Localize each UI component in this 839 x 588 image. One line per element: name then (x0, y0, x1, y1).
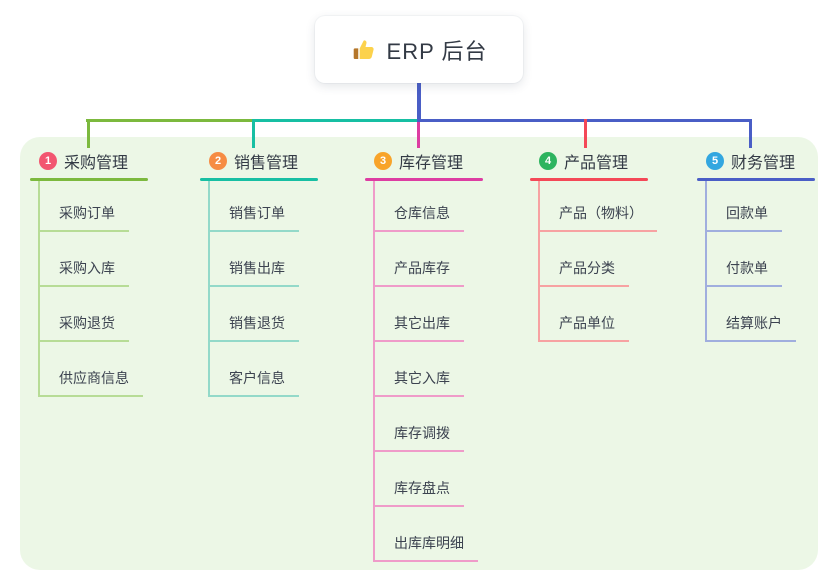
branch-finance-underline (697, 178, 815, 181)
branch-inventory-label: 库存管理 (399, 155, 464, 172)
branch-inventory-badge: 3 (374, 152, 392, 170)
tree-item[interactable]: 销售退货 (208, 313, 299, 342)
branch-sales-underline (200, 178, 318, 181)
branch-purchase-badge: 1 (39, 152, 57, 170)
tree-item[interactable]: 销售出库 (208, 258, 299, 287)
branch-inventory-underline (365, 178, 483, 181)
branch-purchase-underline (30, 178, 148, 181)
tree-item[interactable]: 产品库存 (373, 258, 464, 287)
root-node[interactable]: ERP 后台 (315, 16, 523, 83)
thumbs-up-icon (351, 37, 377, 63)
drop-line-sales (252, 119, 255, 148)
branch-finance-title[interactable]: 5 财务管理 (697, 148, 819, 174)
branch-purchase-label: 采购管理 (64, 155, 129, 172)
branch-purchase-subtree-line (38, 181, 40, 396)
tree-item[interactable]: 销售订单 (208, 203, 299, 232)
drop-line-product (584, 119, 587, 148)
tree-item[interactable]: 库存调拨 (373, 423, 464, 452)
tree-item[interactable]: 供应商信息 (38, 368, 143, 397)
tree-item[interactable]: 结算账户 (705, 313, 796, 342)
branch-inventory-title[interactable]: 3 库存管理 (365, 148, 487, 174)
tree-item[interactable]: 其它出库 (373, 313, 464, 342)
branch-sales: 2 销售管理 销售订单 销售出库 销售退货 客户信息 (200, 148, 322, 397)
branches-panel (20, 137, 818, 570)
drop-line-finance (749, 119, 752, 148)
tree-item[interactable]: 产品分类 (538, 258, 629, 287)
tree-item[interactable]: 付款单 (705, 258, 782, 287)
branch-finance-badge: 5 (706, 152, 724, 170)
tree-item[interactable]: 出库库明细 (373, 533, 478, 562)
branch-sales-label: 销售管理 (234, 155, 299, 172)
branch-inventory: 3 库存管理 仓库信息 产品库存 其它出库 其它入库 库存调拨 库存盘点 出库库… (365, 148, 487, 562)
branch-finance-subtree-line (705, 181, 707, 341)
tree-item[interactable]: 客户信息 (208, 368, 299, 397)
branch-sales-title[interactable]: 2 销售管理 (200, 148, 322, 174)
branch-inventory-subtree-line (373, 181, 375, 561)
branch-product-underline (530, 178, 648, 181)
branch-product-subtree-line (538, 181, 540, 341)
tree-item[interactable]: 采购入库 (38, 258, 129, 287)
tree-item[interactable]: 产品单位 (538, 313, 629, 342)
branch-product: 4 产品管理 产品（物料） 产品分类 产品单位 (530, 148, 657, 342)
tree-item[interactable]: 产品（物料） (538, 203, 657, 232)
branch-finance-label: 财务管理 (731, 155, 796, 172)
branch-sales-badge: 2 (209, 152, 227, 170)
tree-item[interactable]: 回款单 (705, 203, 782, 232)
tree-item[interactable]: 其它入库 (373, 368, 464, 397)
branch-product-label: 产品管理 (564, 155, 629, 172)
root-node-label: ERP 后台 (386, 38, 488, 64)
branch-purchase: 1 采购管理 采购订单 采购入库 采购退货 供应商信息 (30, 148, 152, 397)
tree-item[interactable]: 采购订单 (38, 203, 129, 232)
branch-product-title[interactable]: 4 产品管理 (530, 148, 652, 174)
connector-segment-purchase (86, 119, 254, 122)
root-connector-line (417, 83, 421, 122)
branch-finance: 5 财务管理 回款单 付款单 结算账户 (697, 148, 819, 342)
branch-purchase-title[interactable]: 1 采购管理 (30, 148, 152, 174)
branch-sales-subtree-line (208, 181, 210, 396)
tree-item[interactable]: 库存盘点 (373, 478, 464, 507)
tree-item[interactable]: 采购退货 (38, 313, 129, 342)
connector-segment-sales (254, 119, 418, 122)
drop-line-purchase (87, 119, 90, 148)
branch-product-badge: 4 (539, 152, 557, 170)
tree-item[interactable]: 仓库信息 (373, 203, 464, 232)
drop-line-inventory (417, 122, 420, 148)
